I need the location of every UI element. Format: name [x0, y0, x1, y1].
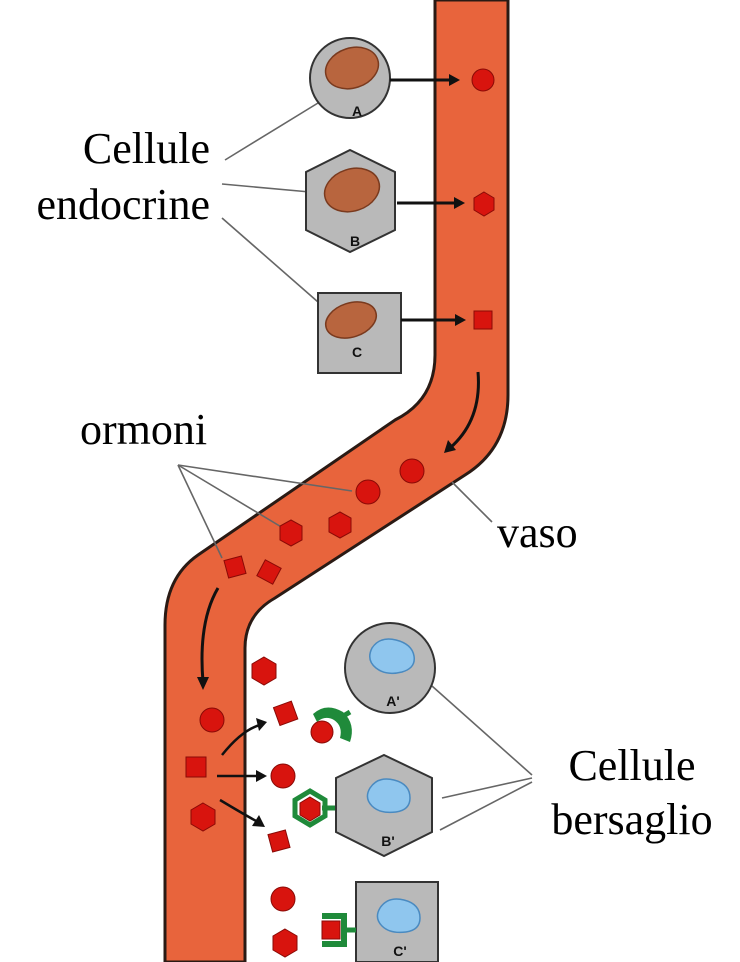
endocrine-cell-b: B [306, 150, 395, 252]
cell-label-c: C [352, 344, 362, 360]
label-target-line2: bersaglio [551, 795, 712, 844]
label-hormones: ormoni [80, 405, 207, 454]
hormones-outside [252, 657, 298, 957]
label-target-line1: Cellule [568, 741, 695, 790]
label-vessel: vaso [497, 508, 578, 557]
receptor-b-prime [295, 791, 335, 825]
cell-label-c-prime: C' [393, 943, 406, 959]
receptor-a-prime [311, 707, 352, 743]
bound-hormone [311, 721, 333, 743]
nucleus [367, 779, 410, 812]
label-endocrine-line2: endocrine [37, 180, 210, 229]
target-cell-a-prime: A' [345, 623, 435, 713]
target-cell-c-prime: C' [356, 882, 438, 962]
cell-label-a: A [352, 103, 362, 119]
endocrine-cell-a: A [310, 38, 390, 119]
bound-hormone [322, 921, 340, 939]
endocrine-cell-c: C [318, 293, 401, 373]
cell-label-b-prime: B' [381, 833, 394, 849]
cell-label-b: B [350, 233, 360, 249]
bound-hormone [300, 797, 320, 821]
cell-label-a-prime: A' [386, 693, 399, 709]
receptor-c-prime [322, 916, 356, 944]
label-endocrine-line1: Cellule [83, 124, 210, 173]
target-cell-b-prime: B' [336, 755, 432, 856]
nucleus [377, 899, 420, 932]
